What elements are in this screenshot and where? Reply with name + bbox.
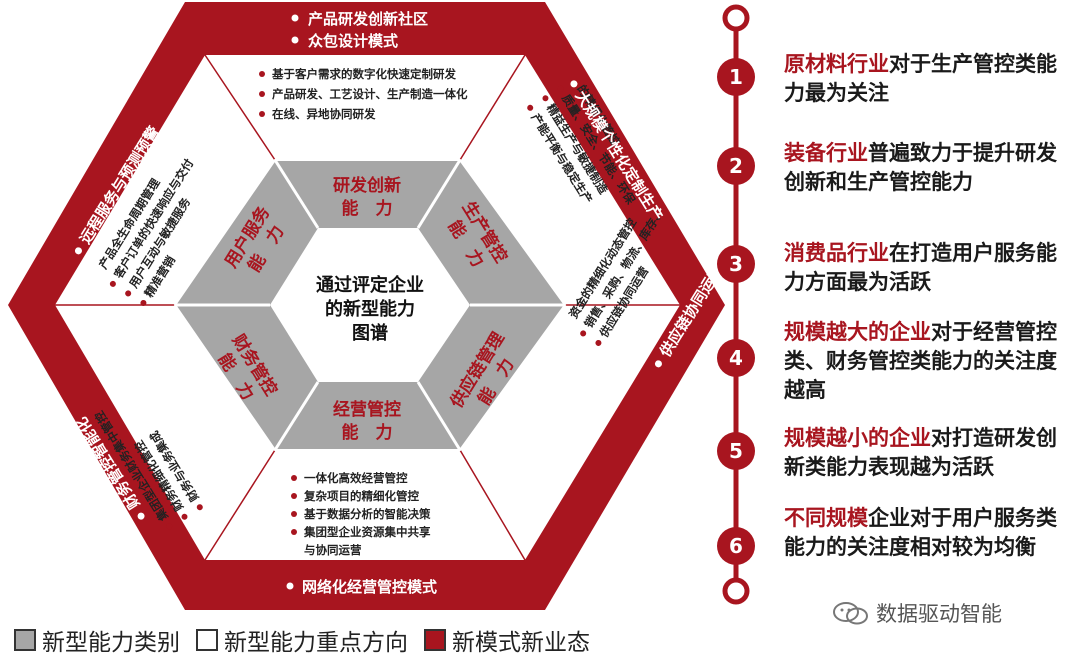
step-4-badge: 4 [717, 339, 755, 377]
svg-text:复杂项目的精细化管控: 复杂项目的精细化管控 [303, 489, 419, 503]
center-line-2: 的新型能力 [325, 298, 415, 320]
watermark-text: 数据驱动智能 [876, 602, 1002, 626]
step-6-badge: 6 [717, 527, 755, 565]
center-line-3: 图谱 [352, 322, 388, 344]
svg-text:基于客户需求的数字化快速定制研发: 基于客户需求的数字化快速定制研发 [271, 67, 456, 81]
svg-text:一体化高效经营管控: 一体化高效经营管控 [304, 471, 408, 485]
legend-item-category: 新型能力类别 [14, 623, 180, 657]
svg-text:能 力: 能 力 [342, 198, 393, 219]
step-4-text: 规模越大的企业对于经营管控类、财务管控类能力的关注度越高 [784, 320, 1057, 402]
step-2-text: 装备行业普遍致力于提升研发创新和生产管控能力 [784, 141, 1057, 194]
center-hexagon [270, 228, 470, 382]
wechat-icon [832, 601, 870, 625]
legend-swatch-gray [14, 629, 36, 651]
step-3-badge: 3 [717, 245, 755, 283]
timeline-start [722, 4, 750, 32]
capability-rd: 研发创新 能 力 [333, 175, 401, 219]
svg-text:在线、异地协同研发: 在线、异地协同研发 [272, 107, 376, 121]
outer-top: 产品研发创新社区 众包设计模式 [291, 10, 428, 50]
timeline-end [722, 577, 750, 605]
focus-bottom: 一体化高效经营管控 复杂项目的精细化管控 基于数据分析的智能决策 集团型企业资源… [291, 471, 431, 557]
step-5-badge: 5 [717, 432, 755, 470]
center-line-1: 通过评定企业 [316, 274, 424, 296]
watermark: 数据驱动智能 [832, 598, 1002, 628]
legend-item-focus: 新型能力重点方向 [196, 623, 408, 657]
legend: 新型能力类别 新型能力重点方向 新模式新业态 [14, 623, 606, 657]
step-5-text: 规模越小的企业对打造研发创新类能力表现越为活跃 [784, 426, 1057, 479]
step-1-text: 原材料行业对于生产管控类能力最为关注 [784, 52, 1057, 105]
svg-text:产品研发创新社区: 产品研发创新社区 [308, 10, 428, 28]
svg-text:基于数据分析的智能决策: 基于数据分析的智能决策 [303, 507, 431, 521]
legend-item-new-mode: 新模式新业态 [424, 623, 590, 657]
step-1-badge: 1 [717, 58, 755, 96]
step-2-badge: 2 [717, 147, 755, 185]
legend-swatch-red [424, 629, 446, 651]
capability-operations: 经营管控 能 力 [333, 399, 401, 443]
legend-swatch-white [196, 629, 218, 651]
outer-bottom: 网络化经营管控模式 [286, 578, 437, 596]
svg-text:产品研发、工艺设计、生产制造一体化: 产品研发、工艺设计、生产制造一体化 [272, 87, 468, 101]
svg-text:众包设计模式: 众包设计模式 [308, 32, 398, 50]
step-6-text: 不同规模企业对于用户服务类能力的关注度相对较为均衡 [784, 506, 1057, 559]
step-3-text: 消费品行业在打造用户服务能力方面最为活跃 [784, 241, 1057, 294]
svg-text:经营管控: 经营管控 [333, 399, 401, 420]
svg-text:研发创新: 研发创新 [333, 175, 401, 196]
svg-text:与协同运营: 与协同运营 [304, 543, 362, 557]
focus-top: 基于客户需求的数字化快速定制研发 产品研发、工艺设计、生产制造一体化 在线、异地… [259, 67, 468, 121]
gray-separators [175, 159, 565, 451]
svg-text:集团型企业资源集中共享: 集团型企业资源集中共享 [303, 525, 431, 539]
svg-text:能 力: 能 力 [342, 422, 393, 443]
svg-text:网络化经营管控模式: 网络化经营管控模式 [302, 578, 437, 596]
middle-spokes [55, 54, 680, 561]
